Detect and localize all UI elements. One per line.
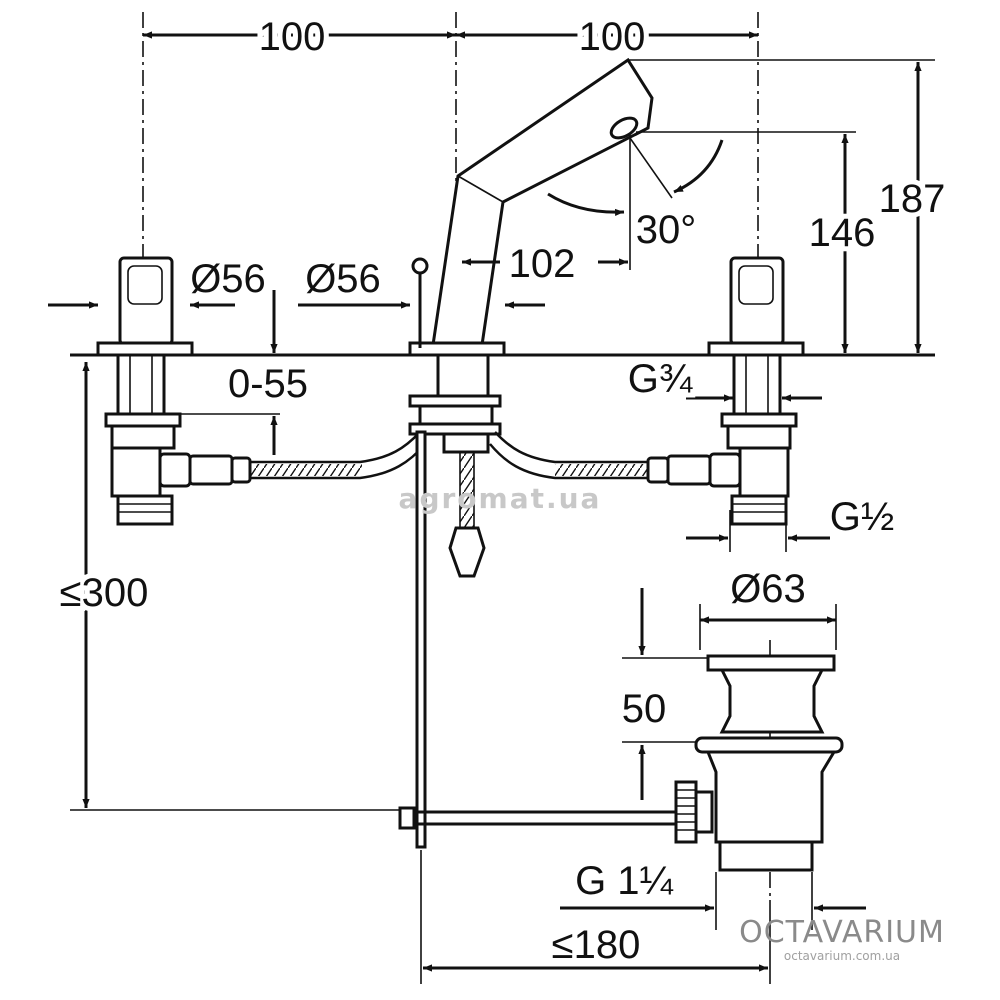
dim-width-right: 100 — [579, 15, 646, 59]
dim-height-total: 187 — [879, 177, 946, 221]
dim-waste-height: 50 — [622, 687, 667, 731]
dim-max-depth: ≤300 — [60, 571, 149, 615]
dim-reach: 102 — [509, 242, 576, 286]
watermark-text: agromat.ua — [399, 482, 602, 515]
spout — [408, 57, 654, 357]
spout-shank — [408, 353, 502, 578]
dim-width-left: 100 — [259, 15, 326, 59]
dim-handle-diameter: Ø56 — [190, 257, 266, 301]
dim-pull-rod-length: ≤180 — [552, 923, 641, 967]
left-handle-valve — [96, 256, 194, 526]
lift-rod — [398, 430, 676, 849]
waste-knurl — [676, 789, 696, 831]
right-handle-valve — [707, 256, 805, 526]
dim-spout-diameter: Ø56 — [305, 257, 381, 301]
dim-connection-thread: G½ — [830, 495, 894, 539]
dim-deck-thickness: 0-55 — [228, 362, 308, 406]
pop-up-waste — [674, 654, 844, 872]
flexible-hoses — [158, 431, 742, 488]
dim-inlet-thread: G¾ — [628, 357, 693, 401]
dim-height-outlet: 146 — [809, 211, 876, 255]
dimension-lines — [48, 31, 935, 984]
dim-spray-angle: 30° — [636, 208, 697, 252]
brand-name: OCTAVARIUM — [739, 915, 945, 950]
dim-waste-thread: G 1¼ — [575, 859, 673, 903]
dim-waste-diameter: Ø63 — [730, 567, 806, 611]
brand-url: octavarium.com.ua — [784, 949, 900, 963]
